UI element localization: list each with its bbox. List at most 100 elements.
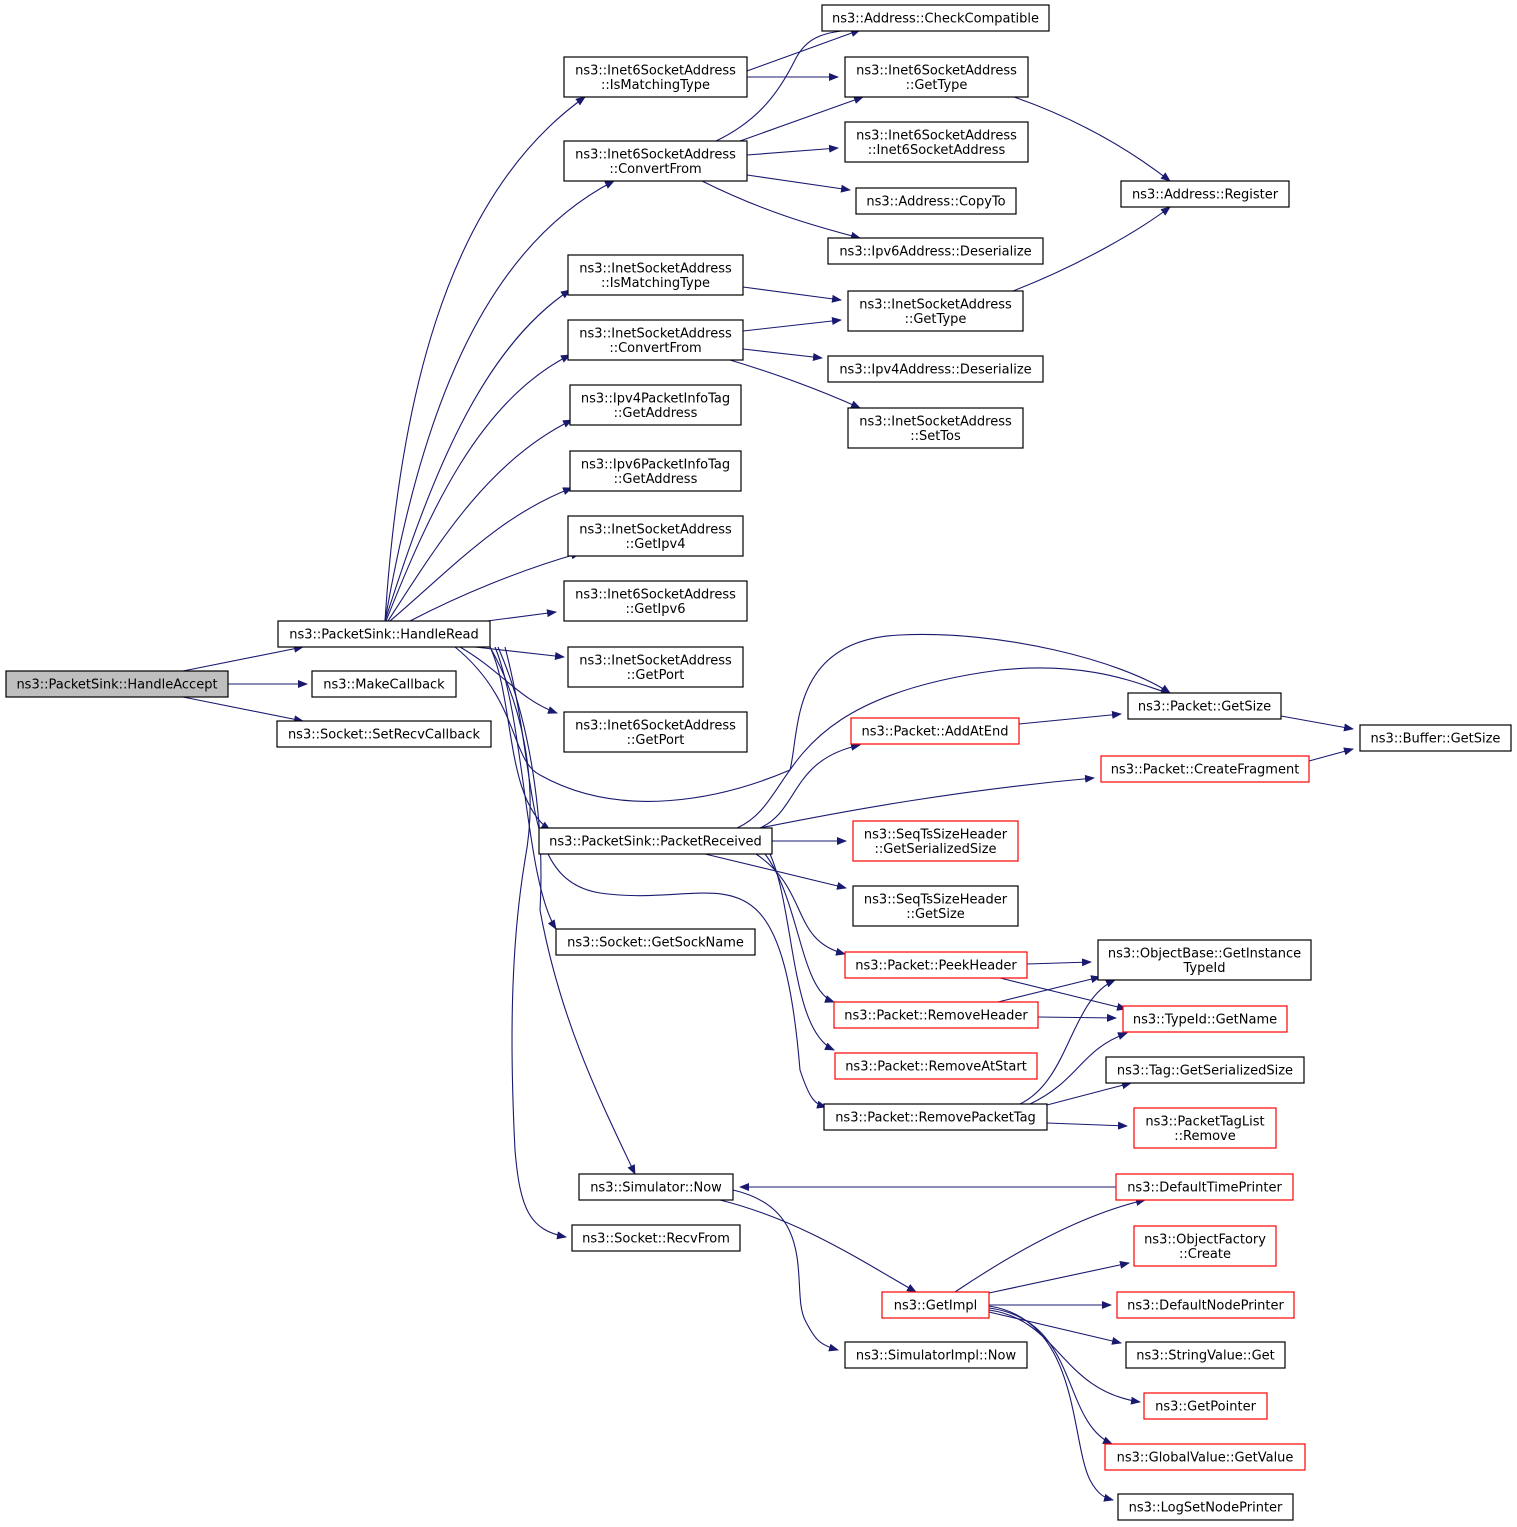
edge-packetreceived-to-pkt_addatend (759, 742, 861, 829)
node-defaultnodeprinter[interactable]: ns3::DefaultNodePrinter (1116, 1291, 1295, 1319)
node-label: ::GetType (905, 312, 967, 327)
node-box (555, 928, 756, 956)
edge-handleread-to-i6_getport (459, 646, 558, 714)
node-i4_settos[interactable]: ns3::InetSocketAddress::SetTos (847, 407, 1024, 449)
node-seqts_getsize[interactable]: ns3::SeqTsSizeHeader::GetSize (852, 885, 1019, 927)
node-getpointer[interactable]: ns3::GetPointer (1143, 1392, 1268, 1420)
node-i4_ismatchingtype[interactable]: ns3::InetSocketAddress::IsMatchingType (567, 254, 744, 296)
node-label: ::GetIpv4 (626, 537, 686, 552)
node-stringvalue_get[interactable]: ns3::StringValue::Get (1125, 1341, 1286, 1369)
node-i6_ctor[interactable]: ns3::Inet6SocketAddress::Inet6SocketAddr… (844, 121, 1029, 163)
node-i6_getport[interactable]: ns3::Inet6SocketAddress::GetPort (563, 711, 748, 753)
node-label: ns3::LogSetNodePrinter (1129, 1501, 1283, 1516)
edge-pkt_removeheader-to-typeid_getname (1037, 1013, 1117, 1022)
node-seqts_getserializedsize[interactable]: ns3::SeqTsSizeHeader::GetSerializedSize (852, 820, 1019, 862)
node-i4_convertfrom[interactable]: ns3::InetSocketAddress::ConvertFrom (567, 319, 744, 361)
node-i6_getipv6[interactable]: ns3::Inet6SocketAddress::GetIpv6 (563, 580, 748, 622)
node-addr_register[interactable]: ns3::Address::Register (1120, 180, 1290, 208)
node-addr_copyto[interactable]: ns3::Address::CopyTo (855, 187, 1017, 215)
node-ipv4_deserialize[interactable]: ns3::Ipv4Address::Deserialize (827, 355, 1044, 383)
node-label: ns3::InetSocketAddress (859, 297, 1012, 312)
node-label: ns3::DefaultNodePrinter (1127, 1299, 1284, 1314)
node-box (844, 121, 1029, 163)
node-label: ::ConvertFrom (609, 162, 701, 177)
node-addr_checkcompatible[interactable]: ns3::Address::CheckCompatible (821, 4, 1050, 32)
node-box (567, 319, 744, 361)
edge-handleaccept-to-setrecvcallback (182, 696, 304, 724)
node-simimpl_now[interactable]: ns3::SimulatorImpl::Now (844, 1341, 1028, 1369)
edge-pkt_addatend-to-pkt_getsize (1018, 710, 1122, 725)
node-logsetnodeprinter[interactable]: ns3::LogSetNodePrinter (1117, 1493, 1294, 1521)
edge-i4_convertfrom-to-i4_settos (729, 359, 861, 409)
node-packetreceived[interactable]: ns3::PacketSink::PacketReceived (538, 827, 773, 855)
node-i4_gettype[interactable]: ns3::InetSocketAddress::GetType (847, 290, 1024, 332)
node-label: ns3::Socket::RecvFrom (582, 1232, 730, 1247)
node-handleread[interactable]: ns3::PacketSink::HandleRead (277, 620, 491, 648)
node-i6_ismatchingtype[interactable]: ns3::Inet6SocketAddress::IsMatchingType (563, 56, 748, 98)
node-pkt_createfragment[interactable]: ns3::Packet::CreateFragment (1100, 755, 1310, 783)
node-box (847, 290, 1024, 332)
node-pkttaglist_remove[interactable]: ns3::PacketTagList::Remove (1133, 1107, 1277, 1149)
node-box (569, 450, 742, 492)
node-makecallback[interactable]: ns3::MakeCallback (311, 670, 457, 698)
node-box (821, 4, 1050, 32)
node-label: ns3::ObjectFactory (1144, 1232, 1266, 1247)
node-box (5, 670, 229, 698)
node-objfactory_create[interactable]: ns3::ObjectFactory::Create (1133, 1225, 1277, 1267)
node-ipv4pit_getaddress[interactable]: ns3::Ipv4PacketInfoTag::GetAddress (569, 384, 742, 426)
node-getsockname[interactable]: ns3::Socket::GetSockName (555, 928, 756, 956)
node-label: ns3::DefaultTimePrinter (1127, 1181, 1282, 1196)
node-box (1127, 692, 1282, 720)
edge-handleread-to-ipv4pit_getaddress (387, 419, 573, 622)
node-i6_gettype[interactable]: ns3::Inet6SocketAddress::GetType (844, 56, 1029, 98)
node-pkt_removeatstart[interactable]: ns3::Packet::RemoveAtStart (834, 1052, 1038, 1080)
node-pkt_addatend[interactable]: ns3::Packet::AddAtEnd (850, 717, 1020, 745)
node-globalvalue_getvalue[interactable]: ns3::GlobalValue::GetValue (1104, 1443, 1306, 1471)
edge-packetreceived-to-pkt_createfragment (759, 774, 1095, 829)
node-tag_getserializedsize[interactable]: ns3::Tag::GetSerializedSize (1105, 1056, 1305, 1084)
node-handleaccept[interactable]: ns3::PacketSink::HandleAccept (5, 670, 229, 698)
node-defaulttimeprinter[interactable]: ns3::DefaultTimePrinter (1115, 1173, 1294, 1201)
node-label: ns3::Inet6SocketAddress (575, 718, 736, 733)
node-pkt_removeheader[interactable]: ns3::Packet::RemoveHeader (833, 1001, 1039, 1029)
node-box (569, 384, 742, 426)
node-label: ns3::InetSocketAddress (579, 522, 732, 537)
node-label: ns3::Buffer::GetSize (1371, 732, 1501, 747)
edge-handleread-to-i6_ismatchingtype (384, 96, 586, 622)
node-box (567, 646, 744, 688)
node-label: ::Create (1179, 1247, 1231, 1262)
edge-packetreceived-to-pkt_removeheader (764, 853, 835, 1003)
node-i6_convertfrom[interactable]: ns3::Inet6SocketAddress::ConvertFrom (563, 140, 748, 182)
node-ipv6pit_getaddress[interactable]: ns3::Ipv6PacketInfoTag::GetAddress (569, 450, 742, 492)
node-label: ns3::Ipv4Address::Deserialize (839, 363, 1031, 378)
node-i4_getipv4[interactable]: ns3::InetSocketAddress::GetIpv4 (567, 515, 744, 557)
node-pkt_peekheader[interactable]: ns3::Packet::PeekHeader (844, 951, 1028, 979)
node-ipv6_deserialize[interactable]: ns3::Ipv6Address::Deserialize (827, 237, 1044, 265)
node-recvfrom[interactable]: ns3::Socket::RecvFrom (571, 1224, 741, 1252)
node-i4_getport[interactable]: ns3::InetSocketAddress::GetPort (567, 646, 744, 688)
node-box (1359, 724, 1512, 752)
node-buf_getsize[interactable]: ns3::Buffer::GetSize (1359, 724, 1512, 752)
edge-i4_ismatchingtype-to-i4_gettype (742, 286, 842, 303)
node-box (827, 237, 1044, 265)
node-getimpl[interactable]: ns3::GetImpl (881, 1291, 990, 1319)
node-sim_now[interactable]: ns3::Simulator::Now (578, 1173, 734, 1201)
node-typeid_getname[interactable]: ns3::TypeId::GetName (1122, 1005, 1288, 1033)
edge-handleread-to-pkt_removepackettag (504, 646, 827, 1109)
edge-getimpl-to-getpointer (988, 1309, 1141, 1405)
node-label: ns3::InetSocketAddress (579, 261, 732, 276)
node-setrecvcallback[interactable]: ns3::Socket::SetRecvCallback (276, 720, 492, 748)
node-box (311, 670, 457, 698)
node-label: ::Inet6SocketAddress (868, 143, 1006, 158)
node-label: ns3::InetSocketAddress (579, 326, 732, 341)
edge-pkt_removeheader-to-objbase_getinstancetypeid (997, 975, 1101, 1003)
edge-getimpl-to-globalvalue_getvalue (988, 1307, 1113, 1445)
node-pkt_getsize[interactable]: ns3::Packet::GetSize (1127, 692, 1282, 720)
node-box (571, 1224, 741, 1252)
node-label: ns3::Ipv6PacketInfoTag (581, 457, 730, 472)
edge-handleread-to-i4_getipv4 (409, 551, 581, 622)
node-pkt_removepackettag[interactable]: ns3::Packet::RemovePacketTag (823, 1103, 1048, 1131)
node-label: ns3::SeqTsSizeHeader (864, 827, 1008, 842)
edge-getimpl-to-logsetnodeprinter (988, 1305, 1114, 1502)
